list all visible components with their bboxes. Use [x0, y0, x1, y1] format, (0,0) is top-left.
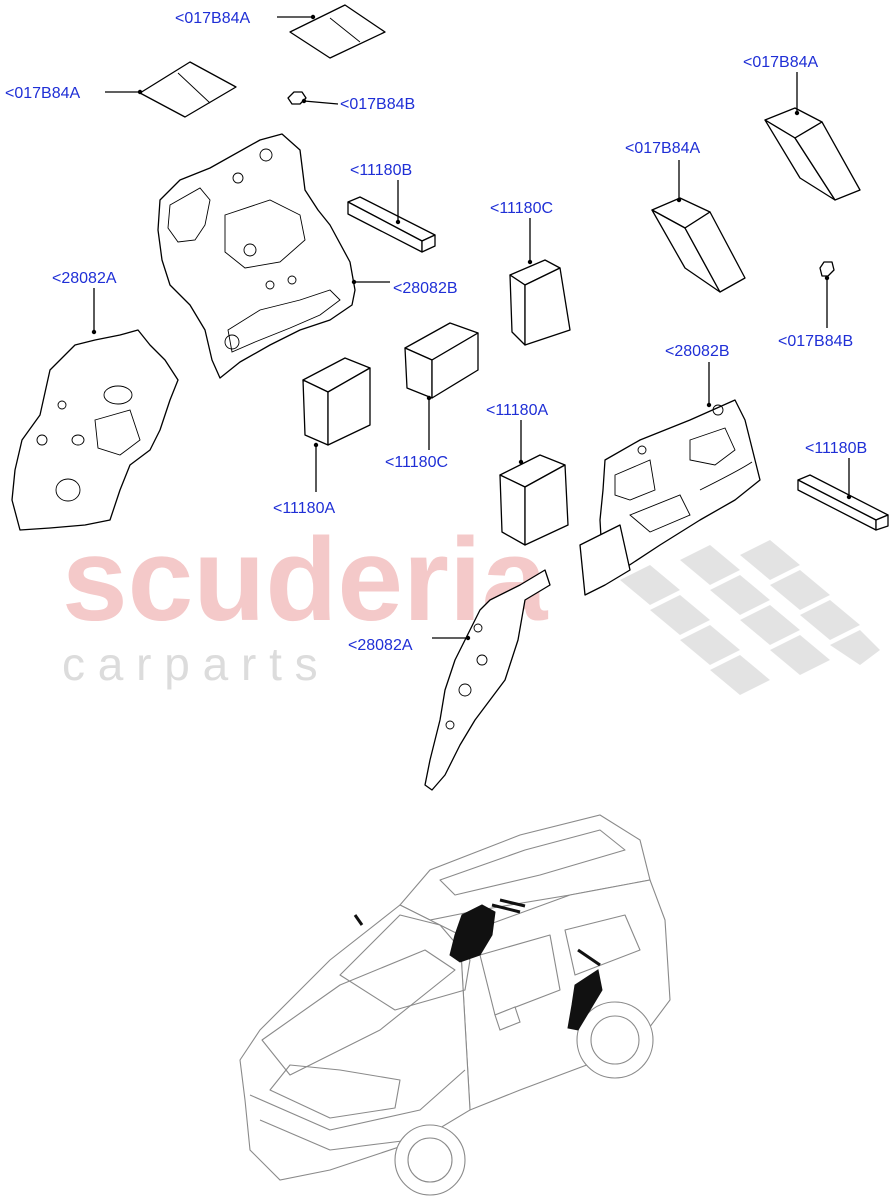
callout-28082A-left[interactable]: <28082A [52, 270, 117, 287]
callout-11180A-mid[interactable]: <11180A [486, 402, 548, 419]
checkered-flag [620, 540, 880, 695]
watermark-brand: scuderia [62, 514, 549, 646]
callout-017B84A-right[interactable]: <017B84A [743, 54, 819, 71]
clip-017B84B-left[interactable] [287, 91, 307, 105]
clip-017B84B-right[interactable] [819, 261, 835, 277]
watermark-tagline: c a r p a r t s [62, 638, 318, 690]
callout-017B84A-top[interactable]: <017B84A [175, 10, 251, 27]
callout-017B84B-right[interactable]: <017B84B [778, 333, 853, 350]
watermark: scuderia c a r p a r t s [62, 514, 880, 695]
panel-28082A-left[interactable] [11, 329, 179, 531]
callouts: <017B84A <017B84A <017B84B <11180B <1118… [5, 10, 867, 654]
callout-11180C-mid[interactable]: <11180C [490, 200, 553, 217]
callout-28082A-low[interactable]: <28082A [348, 637, 413, 654]
block-11180C-low[interactable] [404, 322, 479, 399]
panel-28082A-pillar[interactable] [424, 569, 551, 791]
callout-017B84A-mid[interactable]: <017B84A [625, 140, 701, 157]
pad-017B84A-top[interactable] [289, 4, 386, 59]
block-017B84A-right[interactable] [764, 107, 861, 201]
callout-017B84B-left[interactable]: <017B84B [340, 96, 415, 113]
callout-11180B-right[interactable]: <11180B [805, 440, 867, 457]
block-11180C-mid[interactable] [509, 259, 571, 346]
vehicle-locator-illustration [239, 814, 671, 1196]
callout-017B84A-left[interactable]: <017B84A [5, 85, 81, 102]
callout-28082B-right[interactable]: <28082B [665, 343, 730, 360]
callout-28082B-mid[interactable]: <28082B [393, 280, 458, 297]
callout-11180B-mid[interactable]: <11180B [350, 162, 412, 179]
leader-lines [91, 14, 852, 641]
callout-11180A-left[interactable]: <11180A [273, 500, 335, 517]
callout-11180C-low[interactable]: <11180C [385, 454, 448, 471]
pad-017B84A-left[interactable] [139, 61, 237, 118]
bar-11180B-right[interactable] [797, 474, 889, 531]
panel-28082B-main[interactable] [157, 133, 356, 379]
block-017B84A-mid[interactable] [651, 197, 746, 293]
block-11180A-mid[interactable] [499, 454, 569, 546]
panel-28082B-right[interactable] [579, 399, 761, 596]
block-11180A-left[interactable] [302, 357, 371, 446]
bar-11180B-mid[interactable] [347, 196, 436, 253]
